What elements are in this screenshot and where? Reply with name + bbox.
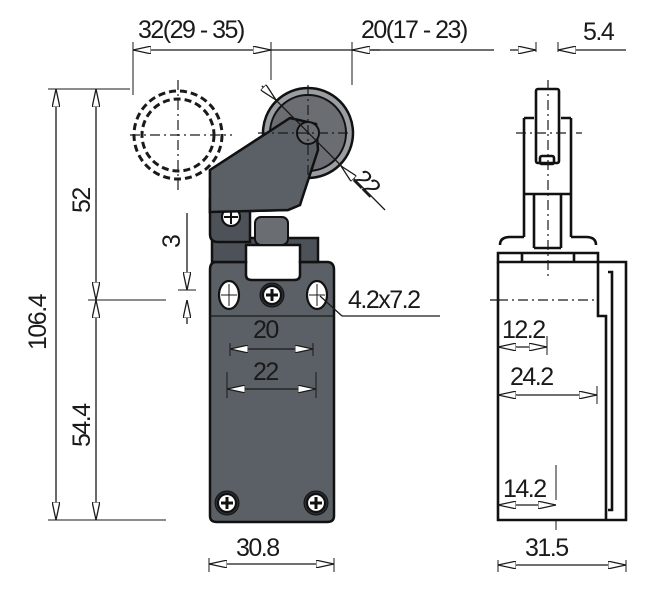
dimension-mounting-slot: 4.2x7.2 [319,286,440,317]
dimension-lever-swing: 32(29 - 35) 20(17 - 23) [132,16,494,95]
dim-lever-swing-right: 20(17 - 23) [361,16,467,44]
mounting-holes [217,279,329,311]
dimension-heights: 106.4 52 54.4 [24,88,166,521]
dim-depth-12: 12.2 [502,316,545,344]
dim-hole-spacing-inner: 20 [253,316,278,344]
dim-depth-24: 24.2 [510,363,553,391]
dimension-overall-depth: 31.5 [497,521,627,572]
dim-depth-14: 14.2 [503,475,546,503]
dimension-plunger-travel: 3 [158,213,196,324]
dimension-hole-spacing: 20 22 [226,316,317,398]
side-lever-profile [496,80,600,280]
dimension-depth-12: 12.2 [498,316,548,355]
alternate-roller-position [130,80,232,190]
dim-body-width: 30.8 [236,534,279,562]
dim-mounting-slot: 4.2x7.2 [348,286,420,314]
dimension-roller-width: 5.4 [510,18,626,52]
front-view: 32(29 - 35) 20(17 - 23) 106.4 52 54.4 [24,16,494,572]
dim-lever-swing-left: 32(29 - 35) [138,16,244,44]
dimension-depth-24: 24.2 [498,363,598,404]
dimension-depth-14: 14.2 [498,465,557,505]
dim-overall-height: 106.4 [24,293,52,350]
dim-hole-spacing-outer: 22 [253,358,278,386]
dim-plunger-travel: 3 [158,235,186,248]
side-view: 5.4 12.2 [490,18,628,572]
dimension-body-width: 30.8 [208,534,335,572]
dim-roller-width: 5.4 [583,18,615,46]
dim-lower-height: 54.4 [68,403,96,447]
bottom-screws [214,490,329,516]
side-body [490,260,628,522]
dim-roller-diameter: 22 [348,164,386,202]
dim-upper-height: 52 [68,188,96,213]
dim-overall-depth: 31.5 [525,534,568,562]
